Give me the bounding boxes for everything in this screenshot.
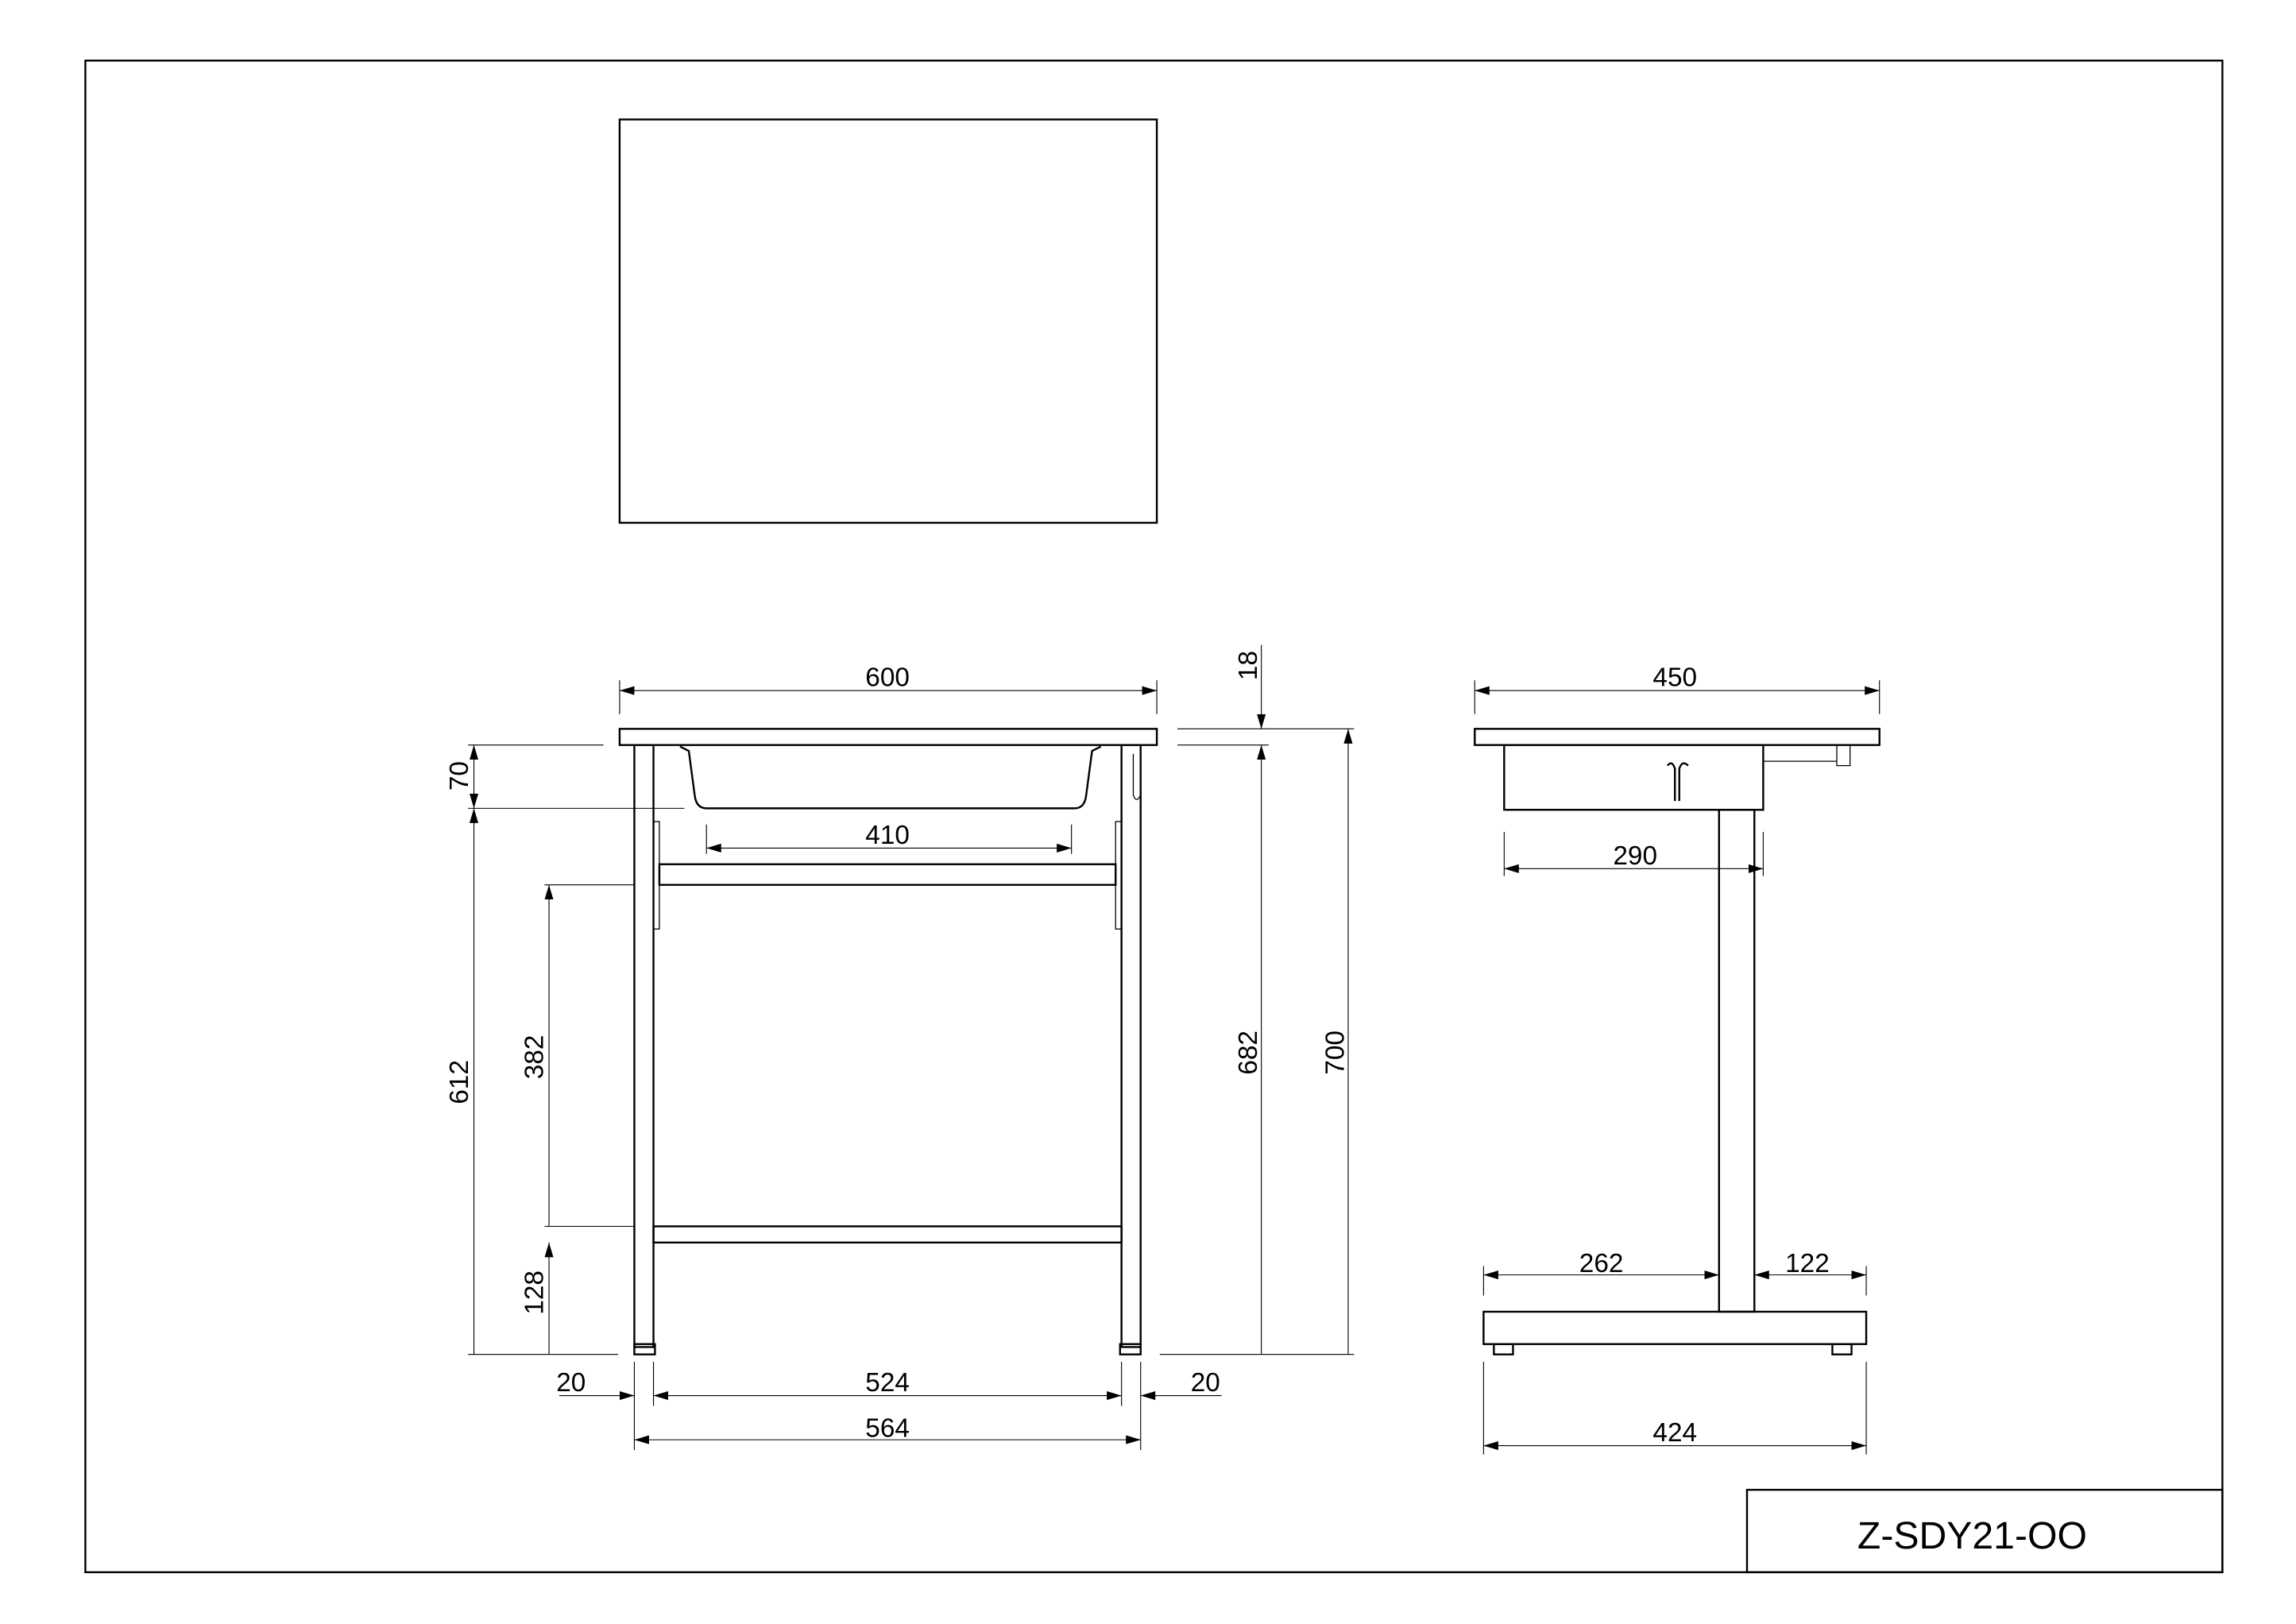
tabletop-plan xyxy=(618,118,1158,524)
dim-base-front: 262 xyxy=(1579,1249,1624,1278)
top-view xyxy=(618,118,1158,524)
dim-base-back: 122 xyxy=(1785,1249,1830,1278)
front-view: 600 410 18 682 700 70 612 382 128 20 524… xyxy=(445,644,1355,1451)
tray xyxy=(679,745,1102,810)
dim-leg-height: 682 xyxy=(1234,1030,1263,1075)
bag-hook xyxy=(1132,753,1142,800)
lower-crossbar xyxy=(652,1225,1123,1244)
base-foot xyxy=(1482,1310,1868,1345)
dim-outer-leg-span: 564 xyxy=(865,1413,910,1443)
drawing-number: Z-SDY21-OO xyxy=(1857,1514,2087,1557)
tabletop xyxy=(618,728,1158,746)
drawer-runner xyxy=(1762,744,1851,767)
dim-tray-depth: 70 xyxy=(445,761,474,791)
dim-top-depth: 450 xyxy=(1652,663,1697,693)
dim-lower-crossbar-height: 128 xyxy=(520,1270,550,1315)
left-foot xyxy=(633,1343,656,1355)
center-post xyxy=(1718,809,1756,1313)
dim-crossbar-spacing: 382 xyxy=(520,1035,550,1080)
dim-left-offset: 20 xyxy=(556,1368,586,1398)
dim-base-length: 424 xyxy=(1652,1418,1697,1448)
dim-inner-leg-span: 524 xyxy=(865,1368,910,1398)
rear-glide xyxy=(1831,1343,1853,1355)
dim-tray-width: 410 xyxy=(865,821,910,850)
front-glide xyxy=(1493,1343,1514,1355)
drawing-border xyxy=(84,60,2224,1574)
dim-total-height: 700 xyxy=(1320,1030,1350,1075)
right-leg xyxy=(1120,744,1142,1348)
drawer-basket xyxy=(1503,744,1765,811)
dim-drawer-depth: 290 xyxy=(1613,841,1657,871)
drawer-hook xyxy=(1666,762,1689,802)
right-foot xyxy=(1119,1343,1142,1355)
dim-top-thickness: 18 xyxy=(1234,651,1263,680)
tabletop-side xyxy=(1474,728,1880,746)
title-block: Z-SDY21-OO xyxy=(1745,1488,2224,1574)
dim-right-offset: 20 xyxy=(1191,1368,1220,1398)
upper-crossbar xyxy=(658,863,1117,886)
side-view: 450 290 262 122 424 xyxy=(1474,663,1880,1455)
dim-top-width: 600 xyxy=(865,663,910,693)
dim-under-tray-height: 612 xyxy=(445,1060,474,1104)
left-leg xyxy=(633,744,655,1348)
